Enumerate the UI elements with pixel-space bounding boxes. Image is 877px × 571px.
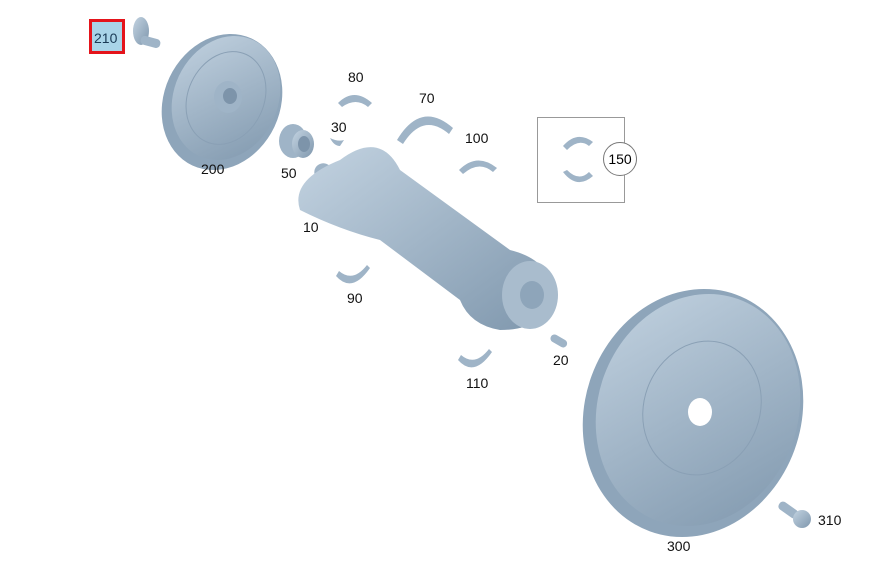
callout-80[interactable]: 80 (348, 69, 364, 85)
callout-210-selected[interactable]: 210 (89, 19, 125, 54)
callout-20[interactable]: 20 (553, 352, 569, 368)
callout-300[interactable]: 300 (667, 538, 691, 554)
flywheel-300-icon (582, 288, 804, 538)
callout-310[interactable]: 310 (818, 512, 842, 528)
crankshaft-10-icon (298, 147, 558, 330)
callout-50[interactable]: 50 (281, 165, 297, 181)
pulley-200-icon (161, 33, 283, 171)
callout-150[interactable]: 150 (603, 142, 637, 176)
shell-110-icon (458, 349, 492, 368)
callout-70[interactable]: 70 (419, 90, 435, 106)
sprocket-50-icon (279, 124, 314, 158)
callout-90[interactable]: 90 (347, 290, 363, 306)
callout-10[interactable]: 10 (303, 219, 319, 235)
shell-150-lower-icon (563, 170, 593, 183)
shell-90-icon (336, 265, 370, 284)
shell-100-icon (459, 160, 497, 174)
bolt-210-icon (133, 17, 161, 48)
key-30-icon (330, 138, 344, 146)
bolt-310-icon (778, 501, 811, 528)
callout-110[interactable]: 110 (466, 375, 489, 391)
pin-20-icon (550, 334, 568, 348)
shell-80-icon (338, 95, 372, 107)
callout-30[interactable]: 30 (331, 119, 347, 135)
washer-70-icon (397, 116, 453, 144)
shell-150-upper-icon (563, 136, 593, 150)
callout-200[interactable]: 200 (201, 161, 225, 177)
callout-100[interactable]: 100 (465, 130, 489, 146)
